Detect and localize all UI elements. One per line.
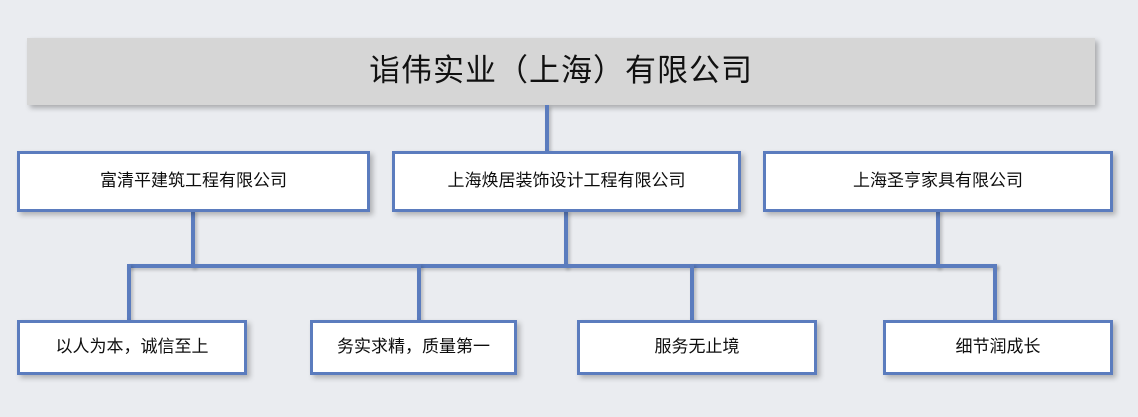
subsidiary-label-2: 上海圣亨家具有限公司 [853,171,1023,191]
value-node-0[interactable]: 以人为本，诚信至上 [17,320,247,375]
value-node-3[interactable]: 细节润成长 [883,320,1113,375]
connector-root-stem [545,105,549,153]
connector-stem-value-2 [690,264,694,322]
connector-drop-subsidiary-0 [191,210,195,268]
root-node-banner[interactable]: 诣伟实业（上海）有限公司 [27,38,1095,105]
connector-drop-subsidiary-1 [564,210,568,268]
subsidiary-node-0[interactable]: 富清平建筑工程有限公司 [17,151,370,212]
connector-stem-value-3 [993,264,997,322]
value-label-1: 务实求精，质量第一 [337,337,490,357]
value-label-0: 以人为本，诚信至上 [55,337,209,357]
value-node-1[interactable]: 务实求精，质量第一 [310,320,517,375]
connector-drop-subsidiary-2 [936,210,940,268]
value-label-3: 细节润成长 [955,337,1041,357]
value-node-2[interactable]: 服务无止境 [577,320,817,375]
value-label-2: 服务无止境 [654,337,740,357]
subsidiary-label-1: 上海焕居装饰设计工程有限公司 [447,171,686,191]
connector-stem-value-1 [417,264,421,322]
connector-horizontal-bus [127,264,997,268]
subsidiary-node-2[interactable]: 上海圣亨家具有限公司 [763,151,1113,212]
subsidiary-node-1[interactable]: 上海焕居装饰设计工程有限公司 [392,151,741,212]
subsidiary-label-0: 富清平建筑工程有限公司 [100,171,287,191]
root-node-label: 诣伟实业（上海）有限公司 [369,53,753,89]
connector-stem-value-0 [127,264,131,322]
